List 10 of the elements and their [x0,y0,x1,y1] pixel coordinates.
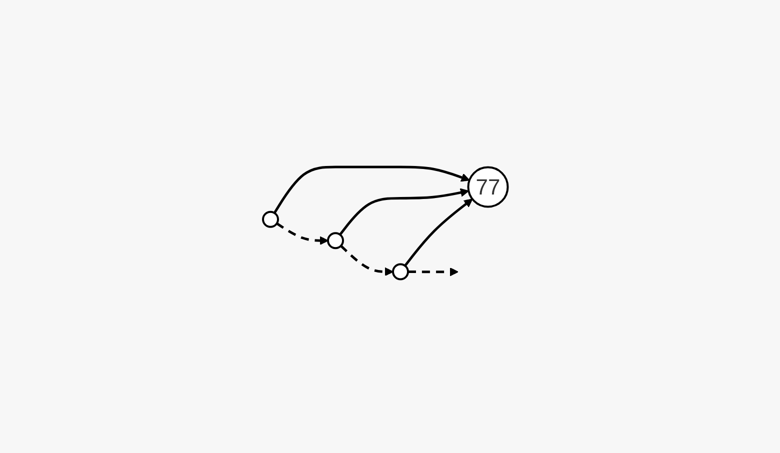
node-circle [392,262,408,280]
arrow [272,165,470,214]
node-circle [262,210,278,228]
arrow [404,198,472,266]
node-circle: 77 [466,166,508,208]
arrow [340,244,393,276]
node-circle [326,232,344,249]
arrow [276,222,328,245]
arrow [338,188,469,235]
arrow [408,267,458,276]
